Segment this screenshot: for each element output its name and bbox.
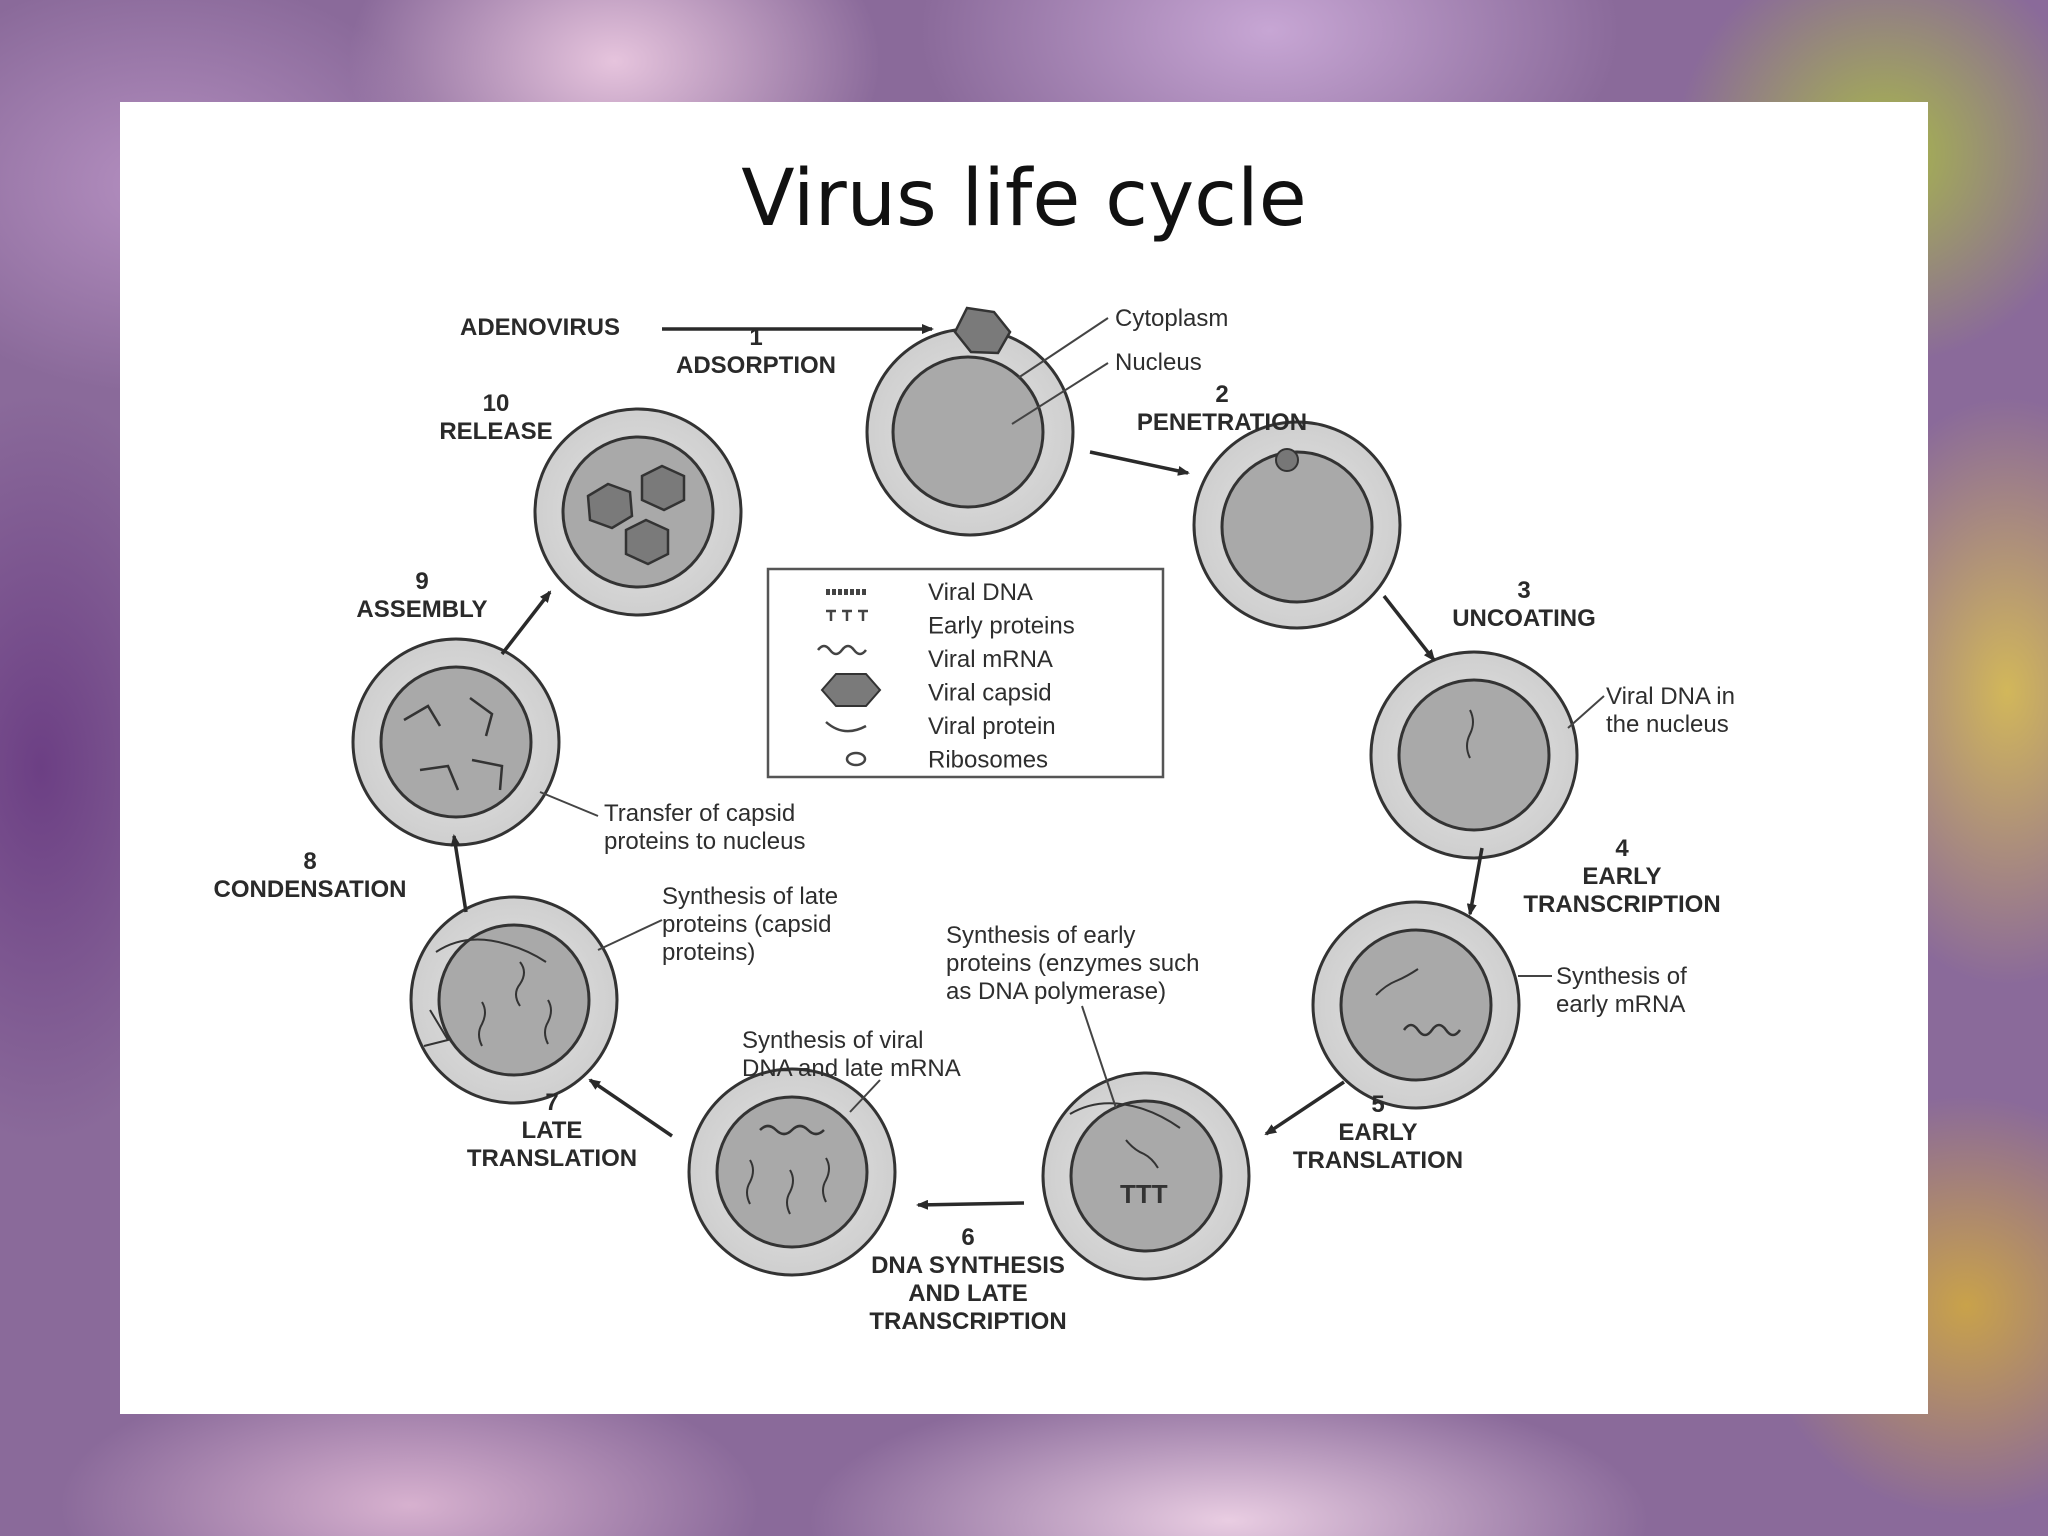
dna-icon (1466, 709, 1474, 759)
dna-icon (746, 1159, 754, 1205)
arrow-assembly (500, 590, 552, 656)
cell-adsorption (865, 306, 1075, 537)
leader-nucleus (1011, 362, 1109, 425)
cell-late-translation (409, 895, 619, 1105)
legend-label-dna: Viral DNA (928, 579, 1033, 606)
slide-title: Virus life cycle (741, 154, 1307, 244)
annotation-nucleus: Nucleus (1115, 349, 1202, 376)
arrow-penetration (1089, 450, 1190, 476)
legend-label-mrna: Viral mRNA (928, 646, 1053, 673)
legend-label-capsid: Viral capsid (928, 680, 1052, 707)
protein-icon (825, 721, 867, 733)
cell-release (533, 407, 743, 617)
mrna-icon (817, 644, 867, 656)
dna-icon (786, 1169, 794, 1215)
cell-early-transcription (1311, 900, 1521, 1110)
svg-text:TTT: TTT (1120, 1179, 1168, 1209)
cell-penetration (1192, 420, 1402, 630)
mrna-icon (1402, 1023, 1462, 1037)
mrna-icon (759, 1124, 825, 1136)
ribosome-icon (435, 938, 547, 963)
leader-late-proteins (597, 919, 663, 951)
capsid-icon (640, 464, 686, 512)
dna-icon (822, 1157, 830, 1203)
arrow-early-translation (1264, 1080, 1345, 1136)
leader-cytoplasm (1017, 317, 1109, 379)
adenovirus-label: ADENOVIRUS (460, 314, 620, 341)
cell-condensation (351, 637, 561, 847)
arrow-condensation (450, 834, 468, 913)
legend-label-early-protein: Early proteins (928, 613, 1075, 640)
annotation-cytoplasm: Cytoplasm (1115, 305, 1228, 332)
ribosome-icon (845, 751, 867, 767)
capsid-icon (820, 673, 882, 707)
dna-icon (478, 1001, 486, 1047)
arrow-uncoating (1382, 594, 1436, 662)
ribosome-icon (1069, 1102, 1181, 1129)
leader-viral-dna-late (849, 1079, 881, 1113)
leader-early-proteins (1081, 1005, 1117, 1109)
capsid-icon (624, 518, 670, 566)
legend-label-ribosome: Ribosomes (928, 747, 1048, 774)
legend-label-protein: Viral protein (928, 713, 1056, 740)
dna-icon (515, 961, 525, 1007)
arrow-dna-synthesis (916, 1199, 1025, 1210)
cell-dna-synthesis (687, 1067, 897, 1277)
arrow-late-translation (588, 1078, 673, 1138)
leader-viral-dna-nucleus (1567, 695, 1605, 729)
arrow-early-transcription (1466, 847, 1484, 916)
early-protein-icon (826, 609, 868, 621)
dna-icon (1125, 1139, 1159, 1169)
capsid-icon (586, 482, 634, 530)
dna-icon (1375, 968, 1419, 996)
cell-uncoating (1369, 650, 1579, 860)
protein-icon (403, 696, 504, 791)
protein-icon (423, 1009, 450, 1047)
capsid-icon (953, 306, 1012, 355)
cell-early-translation: TTT (1041, 1071, 1251, 1281)
leader-capsid-transfer (539, 791, 599, 817)
capsid-icon (1275, 448, 1299, 472)
dna-icon (544, 999, 552, 1045)
